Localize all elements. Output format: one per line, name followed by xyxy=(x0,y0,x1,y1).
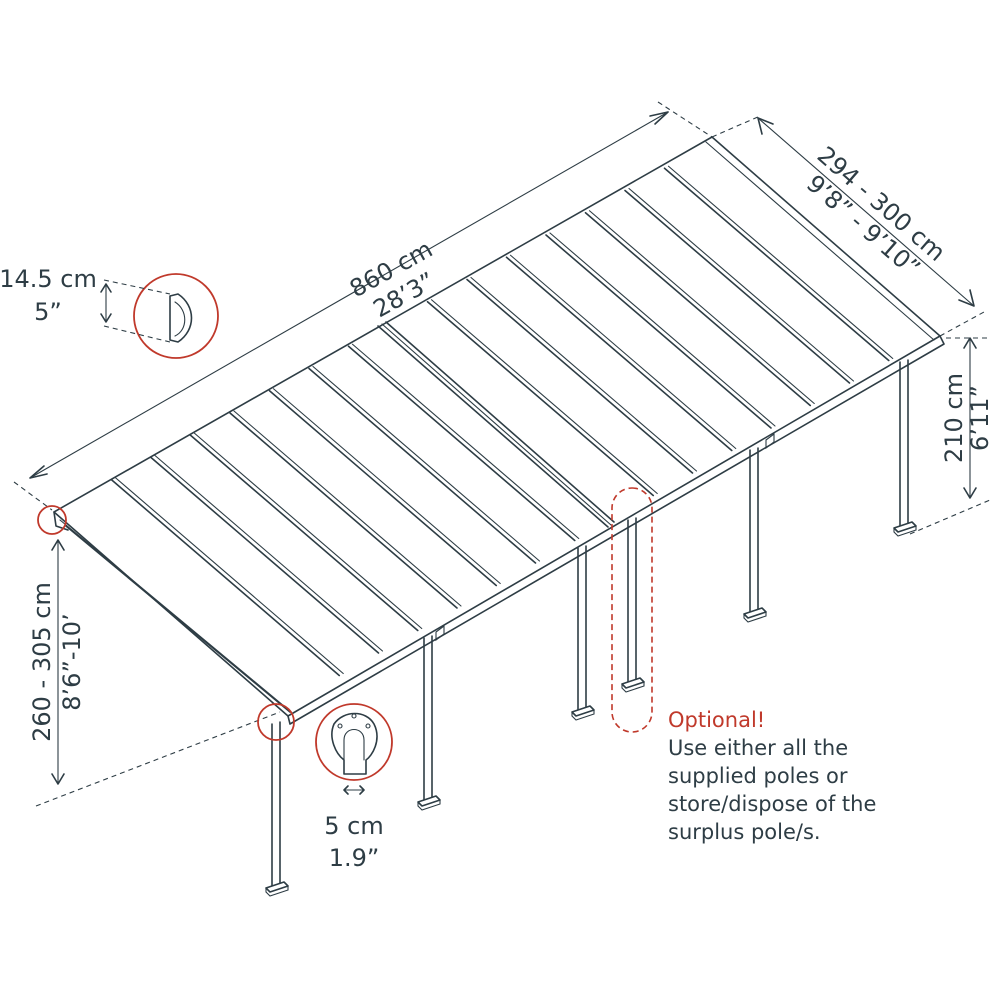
dimension-lines xyxy=(13,101,991,807)
panel-bar xyxy=(624,189,851,384)
panel-bar xyxy=(268,389,498,587)
post-location-marker xyxy=(257,703,295,741)
post xyxy=(571,545,595,721)
panel-bar-edge xyxy=(509,254,737,450)
length-dimension-line xyxy=(29,111,669,479)
beam-joint xyxy=(435,624,445,642)
post xyxy=(265,721,289,897)
panel-bar xyxy=(426,300,655,497)
panel-bar-edge xyxy=(193,432,423,630)
panel-bar-edge xyxy=(430,299,658,495)
post-base-plate xyxy=(621,677,645,689)
panel-bar xyxy=(466,278,694,474)
panel-bar-edge xyxy=(154,454,384,652)
optional-pole-note: Optional! Use either all the supplied po… xyxy=(668,706,968,846)
note-line: supplied poles or xyxy=(668,764,848,788)
support-posts xyxy=(265,359,917,897)
panel-bar xyxy=(505,256,733,452)
post-base-plate xyxy=(893,521,917,533)
beam-joint xyxy=(765,432,775,450)
panel-bar-edge xyxy=(667,165,894,360)
post xyxy=(893,359,917,537)
post-base-plate xyxy=(743,607,767,619)
panel-bar xyxy=(229,412,458,609)
post-cm-label: 5 cm xyxy=(324,812,383,840)
panel-bar-edge xyxy=(233,410,462,607)
gutter-location-marker xyxy=(37,505,67,535)
gutter-cm-label: 14.5 cm xyxy=(0,265,97,293)
width-dimension-line xyxy=(757,117,975,307)
panel-bar xyxy=(110,478,341,677)
panel-bar-edge xyxy=(272,388,501,585)
note-line: store/dispose of the xyxy=(668,792,877,816)
panel-bar xyxy=(584,211,812,407)
post xyxy=(417,635,441,811)
post xyxy=(621,517,645,693)
gutter-detail-callout xyxy=(100,273,219,359)
panel-bar xyxy=(308,367,537,564)
post-base-plate xyxy=(417,795,441,807)
post-in-label: 1.9” xyxy=(329,844,380,872)
panel-bar-edge xyxy=(628,187,855,382)
post-detail-callout xyxy=(315,703,393,795)
panel-bar-edge xyxy=(351,343,580,540)
panel-bar-edge xyxy=(114,477,344,675)
panel-bar-edge xyxy=(549,232,776,427)
note-line: surplus pole/s. xyxy=(668,820,821,844)
post-base-plate xyxy=(571,705,595,717)
roof-panel-bars xyxy=(110,165,894,677)
gutter-in-label: 5” xyxy=(34,298,62,326)
back-height-cm-label: 210 cm xyxy=(940,373,968,463)
front-height-cm-label: 260 - 305 cm xyxy=(28,582,56,742)
panel-bar-edge xyxy=(588,210,815,405)
roof-frame xyxy=(53,136,945,725)
post xyxy=(743,447,767,623)
panel-bar xyxy=(347,345,576,542)
panel-bar-edge xyxy=(470,276,698,472)
note-title: Optional! xyxy=(668,708,766,732)
post-base-plate xyxy=(265,881,289,893)
panel-bar-edge xyxy=(312,365,541,562)
front-height-ft-label: 8’6”-10’ xyxy=(58,613,86,710)
panel-bar xyxy=(150,456,380,654)
back-height-ft-label: 6’11” xyxy=(966,385,994,451)
note-line: Use either all the xyxy=(668,736,849,760)
panel-bar xyxy=(545,234,772,429)
panel-bar xyxy=(189,434,419,632)
optional-pole-outline xyxy=(611,487,653,733)
panel-bar xyxy=(663,167,890,362)
